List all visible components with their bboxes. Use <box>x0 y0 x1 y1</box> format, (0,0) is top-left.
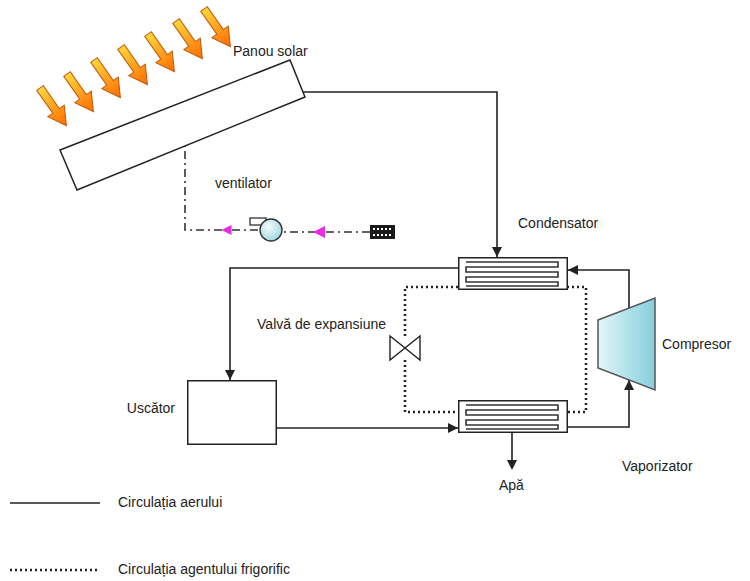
valve-symbol: Valvă de expansiune <box>390 336 420 360</box>
legend-text: Circulația aerului <box>118 494 222 511</box>
evaporator-box-outline <box>458 400 568 433</box>
compressor-symbol-outline <box>598 298 655 390</box>
air-line <box>225 268 458 380</box>
legend-text: Circulația agentului frigorific <box>118 561 290 578</box>
air-line <box>568 380 634 427</box>
refrigerant-line <box>568 287 586 412</box>
part-label: Compresor <box>662 336 731 353</box>
part-label: Condensator <box>518 215 598 232</box>
part-label: Vaporizator <box>622 458 693 475</box>
output-label: Apă <box>499 477 524 494</box>
condenser-box-outline <box>458 257 568 290</box>
air-line <box>303 92 502 257</box>
part-label: Panou solar <box>233 43 308 60</box>
part-label: Valvă de expansiune <box>257 316 386 333</box>
refrigerant-line <box>405 287 458 336</box>
dryer-box: Uscător <box>187 380 277 445</box>
evaporator-box: Vaporizator <box>458 400 568 433</box>
refrigerant-line <box>405 360 458 412</box>
part-label: Uscător <box>127 400 175 417</box>
legend-samples <box>10 503 100 570</box>
part-label: ventilator <box>215 175 272 192</box>
fan-inlet <box>284 225 395 239</box>
valve-symbol-outline <box>390 336 420 360</box>
condenser-box: Condensator <box>458 257 568 290</box>
dryer-box-outline <box>187 380 277 445</box>
fan-symbol-outline <box>258 217 284 243</box>
fan-symbol: ventilator <box>258 217 284 243</box>
water-outlet <box>507 433 517 470</box>
air-line <box>277 423 458 433</box>
compressor-symbol: Compresor <box>598 298 655 390</box>
